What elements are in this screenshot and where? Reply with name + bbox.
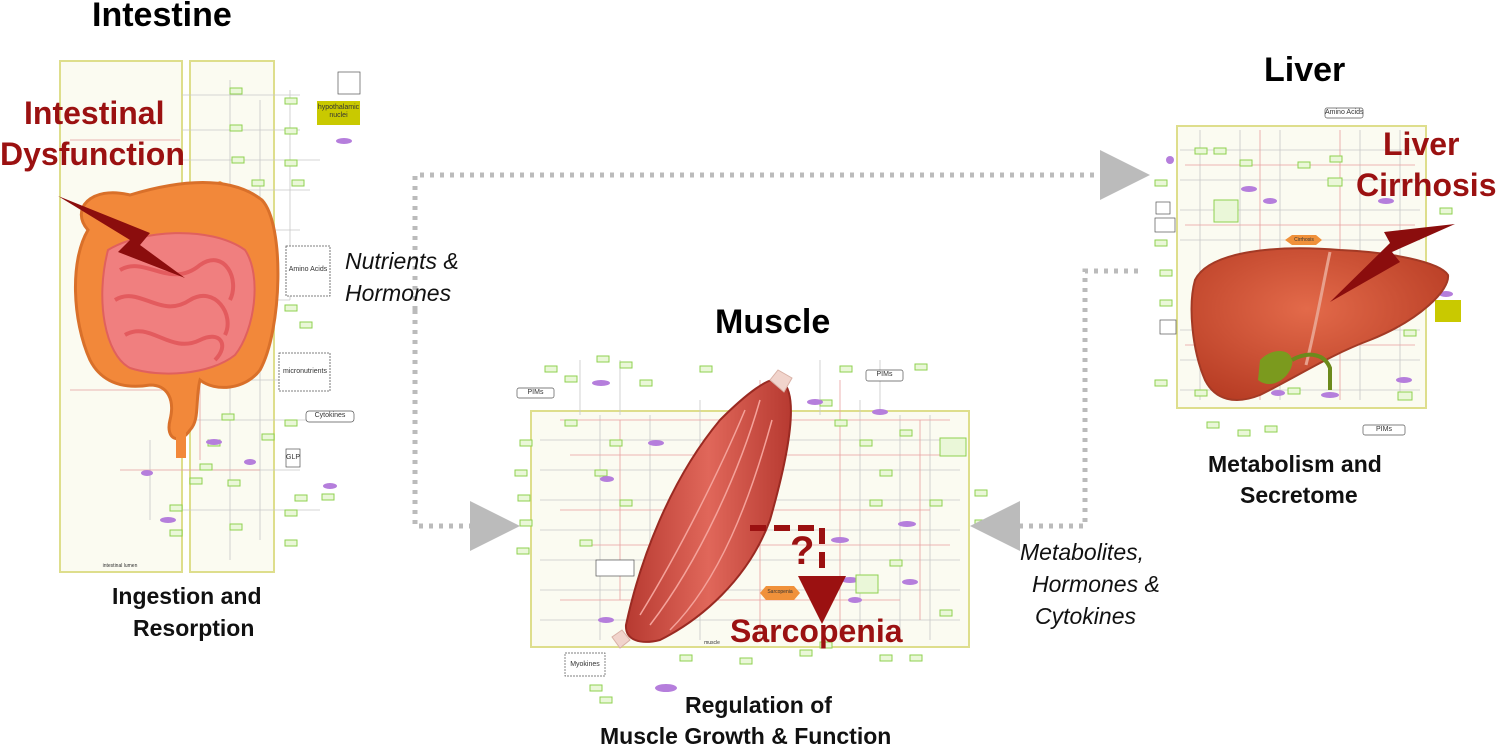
amino-acids-box-liver [1324,107,1364,119]
micronutrients-box [278,352,331,392]
intestine-illustration [58,181,280,458]
pims-box-right [865,369,904,382]
liver-gray-box-3 [1159,319,1177,335]
intestine-box-cytokines: Cytokines [314,412,346,419]
intestine-box-lumen: intestinal lumen [102,563,138,569]
muscle-belly [624,378,792,643]
liver-gray-box-1 [1155,201,1171,215]
sarcopenia-node-shape [760,586,800,600]
muscle-question-dashed-arrow [750,525,846,624]
arrow-intestine-to-muscle [412,310,520,551]
cytokines-box-intestine [305,410,355,423]
muscle-tendon-bottom [611,629,631,649]
liver-node-cirrhosis: Cirrhosis [1294,237,1314,243]
flow-label-metabolites-line1: Metabolites, [1020,539,1145,565]
pims-box-liver [1362,424,1406,436]
flow-label-metabolites-line2: Hormones & [1032,571,1160,597]
intestine-box-micronutrients: micronutrients [283,368,327,375]
liver-disease-line1: Liver [1383,126,1460,162]
muscle-gray-box [595,559,635,577]
muscle-disease-label: Sarcopenia [730,613,903,649]
muscle-green-group-2 [855,574,879,594]
flow-label-nutrients-line2: Hormones [345,280,452,306]
intestine-box-amino-acids: Amino Acids [288,266,328,273]
flow-label-metabolites-line3: Cytokines [1035,603,1136,629]
flow-label-nutrients-line1: Nutrients & [345,248,459,274]
liver-lobe [1190,247,1450,401]
liver-yellow-box [1435,300,1461,322]
intestine-small-box [337,71,361,95]
intestine-disease-line2: Dysfunction [0,136,185,172]
arrow-liver-to-muscle [970,268,1138,551]
muscle-tendon-top [769,369,793,393]
muscle-caption-line1: Regulation of [685,692,832,718]
intestine-title: Intestine [92,0,232,34]
intestine-box-hypothalamic: hypothalamic nuclei [317,104,360,119]
liver-disease-line2: Cirrhosis [1356,167,1497,203]
liver-green-nodes [1154,147,1453,437]
intestine-purple-nodes [141,138,352,523]
muscle-title: Muscle [715,303,831,341]
muscle-box-pims-left: PIMs [527,389,544,396]
glp-box [285,448,301,468]
intestine-caption-line1: Ingestion and [112,583,262,609]
muscle-box-pims-right: PIMs [876,371,893,378]
liver-title: Liver [1264,51,1346,89]
myokines-box [564,652,606,677]
liver-caption-line1: Metabolism and [1208,451,1382,477]
muscle-green-group-1 [939,437,967,457]
bile-duct [1291,352,1332,390]
liver-caption-line2: Secretome [1240,482,1358,508]
rectum-shape [176,420,186,458]
liver-illustration [1190,224,1455,401]
liver-lightning-bolt [1330,224,1455,302]
flow-arrows [412,150,1150,551]
intestine-disease-line1: Intestinal [24,95,165,131]
intestine-green-nodes [169,87,335,547]
liver-box-amino-acids: Amino Acids [1325,109,1364,116]
liver-gray-box-2 [1154,217,1176,233]
intestine-lightning-bolt [58,196,185,278]
gallbladder-shape [1258,350,1293,385]
hypothalamic-nuclei-box [317,101,360,125]
pims-box-left [516,387,555,399]
arrow-intestine-to-liver [412,150,1150,310]
intestine-box-glp: GLP [286,454,301,461]
muscle-question-mark: ? [790,529,815,573]
liver-green-group [1213,199,1239,223]
liver-purple-nodes [1166,156,1453,398]
muscle-panel-label: muscle [704,640,720,646]
muscle-box-myokines: Myokines [570,661,600,668]
muscle-node-sarcopenia: Sarcopenia [767,589,793,595]
muscle-illustration [611,369,846,649]
intestine-caption-line2: Resorption [133,615,255,641]
cirrhosis-node-shape [1285,235,1322,245]
muscle-green-nodes [514,355,988,704]
muscle-caption-line2: Muscle Growth & Function [600,723,892,749]
liver-box-pims: PIMs [1376,426,1392,433]
amino-acids-box-intestine [285,245,331,297]
